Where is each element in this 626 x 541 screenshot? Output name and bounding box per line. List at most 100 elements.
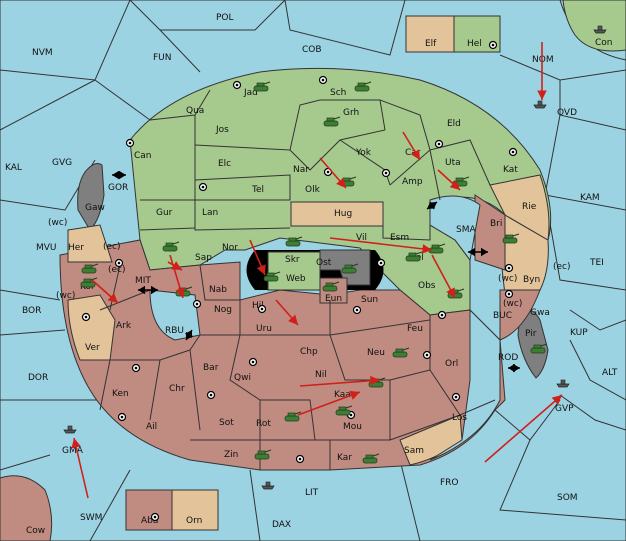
supply-center-dot <box>381 168 391 178</box>
region-her[interactable] <box>67 224 113 263</box>
label-obs: Obs <box>418 281 436 291</box>
move-arrow <box>299 375 381 387</box>
supply-center-dot <box>488 40 498 50</box>
connection-arrows <box>112 170 520 373</box>
region-gaw[interactable] <box>77 163 105 231</box>
region-cow[interactable] <box>0 475 53 541</box>
move-arrow <box>91 279 119 304</box>
province-borders <box>99 89 496 470</box>
region-hug[interactable] <box>290 201 384 227</box>
supply-center-dot <box>206 390 216 400</box>
label-fun: FUN <box>153 53 172 63</box>
label-sun: Sun <box>361 295 378 305</box>
move-arrow <box>167 261 183 271</box>
region-ver[interactable] <box>67 294 116 361</box>
label-rbu: RBU <box>165 326 184 336</box>
label-mit: MIT <box>135 276 151 286</box>
supply-center-dot <box>318 75 328 85</box>
label-lit: LIT <box>305 488 319 498</box>
label-hug: Hug <box>334 209 352 219</box>
label-gor: GOR <box>108 183 128 193</box>
label-sam: Sam <box>404 446 424 456</box>
label-kaa: Kaa <box>334 390 351 400</box>
move-arrow <box>431 254 456 299</box>
label-nog: Nog <box>214 305 232 315</box>
label-elf: Elf <box>425 39 437 49</box>
label-gaw: Gaw <box>85 203 105 213</box>
supply-centers <box>81 40 518 522</box>
label-wc-kor: (wc) <box>56 291 75 301</box>
label-web: Web <box>286 274 306 284</box>
label-hel: Hel <box>467 39 482 49</box>
supply-center-dot <box>248 357 258 367</box>
label-bor: BOR <box>22 306 41 316</box>
region-hel[interactable] <box>453 15 501 53</box>
label-sma: SMA <box>456 225 476 235</box>
label-hil: Hil <box>252 301 264 311</box>
label-fro: FRO <box>440 478 459 488</box>
supply-center-dot <box>504 289 514 299</box>
supply-center-dot <box>504 263 514 273</box>
label-rie: Rie <box>522 202 537 212</box>
label-kar: Kar <box>337 453 352 463</box>
label-pir: Pir <box>525 329 537 339</box>
label-amp: Amp <box>402 177 423 187</box>
label-esm: Esm <box>390 233 409 243</box>
label-lan: Lan <box>202 208 218 218</box>
label-dax: DAX <box>272 520 291 530</box>
label-zin: Zin <box>224 450 238 460</box>
label-buc: BUC <box>493 311 512 321</box>
region-con[interactable] <box>562 0 626 52</box>
label-aba: Aba <box>141 516 158 526</box>
label-gwa: Gwa <box>530 308 550 318</box>
label-kal: KAL <box>5 163 22 173</box>
move-arrow <box>437 169 461 191</box>
label-rot: Rot <box>256 419 271 429</box>
supply-center-dot <box>131 363 141 373</box>
label-elc: Elc <box>218 159 231 169</box>
label-nvm: NVM <box>32 48 53 58</box>
label-pol: POL <box>216 13 234 23</box>
move-arrow <box>329 237 433 254</box>
label-ost: Ost <box>316 258 332 268</box>
label-chr: Chr <box>169 384 185 394</box>
label-orn: Orn <box>186 516 202 526</box>
label-vil: Vil <box>356 233 367 243</box>
region-gwa[interactable] <box>499 289 541 341</box>
label-eun: Eun <box>325 294 342 304</box>
label-dor: DOR <box>28 373 48 383</box>
label-jos: Jos <box>215 125 229 135</box>
supply-center-dot <box>232 80 242 90</box>
order-arrows <box>71 42 563 499</box>
supply-center-dot <box>117 412 127 422</box>
label-feu: Feu <box>407 324 423 334</box>
label-olk: Olk <box>305 185 321 195</box>
label-yok: Yok <box>355 148 372 158</box>
label-ark: Ark <box>116 321 132 331</box>
label-ec-her: (ec) <box>103 242 121 252</box>
supply-center-dot <box>81 312 91 322</box>
region-rie[interactable] <box>489 174 550 241</box>
region-aba[interactable] <box>125 489 173 531</box>
label-can: Can <box>134 151 152 161</box>
label-nab: Nab <box>209 285 227 295</box>
label-gma: GMA <box>62 446 84 456</box>
label-skr: Skr <box>285 255 300 265</box>
region-orn[interactable] <box>171 489 219 531</box>
label-chp: Chp <box>300 347 318 357</box>
label-nor: Nor <box>222 243 238 253</box>
region-pir[interactable] <box>517 309 549 379</box>
label-neu: Neu <box>367 348 385 358</box>
region-rbu[interactable] <box>149 289 201 341</box>
label-wc-gwa: (wc) <box>503 299 522 309</box>
label-nar: Nar <box>293 165 309 175</box>
label-uru: Uru <box>256 324 272 334</box>
label-qua: Qua <box>186 106 204 116</box>
move-arrow <box>275 299 299 326</box>
label-kup: KUP <box>570 328 588 338</box>
supply-center-dot <box>352 305 362 315</box>
label-alt: ALT <box>602 368 618 378</box>
label-ail: Ail <box>146 422 157 432</box>
